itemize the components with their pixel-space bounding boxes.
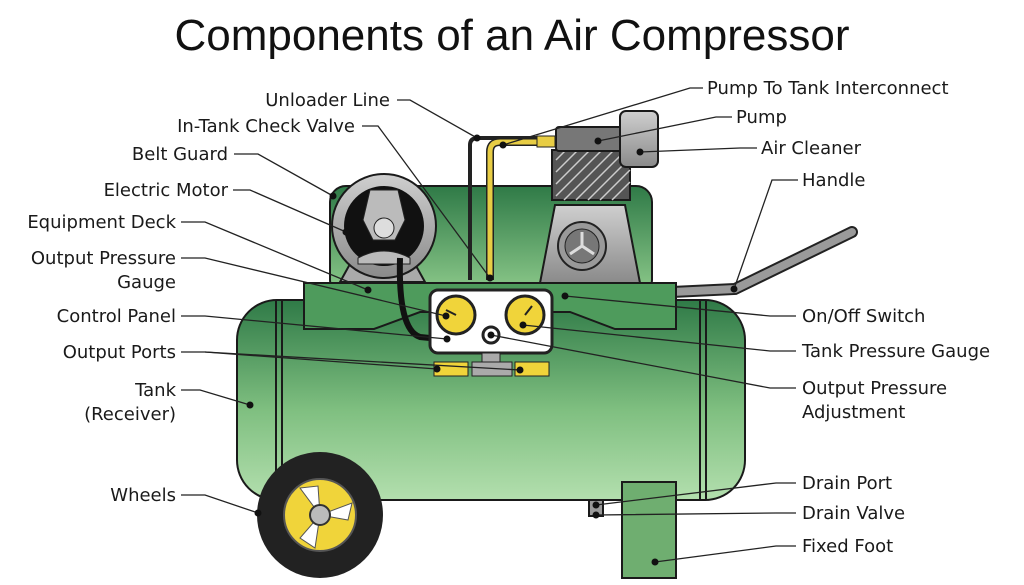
air-cleaner: [619, 110, 659, 168]
label-equipment-deck: Equipment Deck: [27, 212, 176, 233]
label-wheels: Wheels: [110, 485, 176, 506]
label-in-tank-check-valve: In-Tank Check Valve: [177, 116, 355, 137]
label-drain-valve: Drain Valve: [802, 503, 905, 524]
diagram-title: Components of an Air Compressor: [175, 11, 850, 60]
label-on-off-switch: On/Off Switch: [802, 306, 925, 327]
label-output-ports: Output Ports: [63, 342, 176, 363]
label-output-pressure-gauge: Output Pressure: [31, 248, 176, 269]
label-tank-2: (Receiver): [84, 404, 176, 425]
leader-lines: [181, 87, 798, 563]
label-electric-motor: Electric Motor: [104, 180, 229, 201]
label-drain-port: Drain Port: [802, 473, 892, 494]
label-control-panel: Control Panel: [57, 306, 176, 327]
label-tank: Tank: [134, 380, 176, 401]
label-unloader-line: Unloader Line: [265, 90, 390, 111]
label-output-pressure-adjustment: Output Pressure: [802, 378, 947, 399]
label-fixed-foot: Fixed Foot: [802, 536, 893, 557]
output-port-right: [514, 361, 550, 377]
pump: [555, 126, 623, 152]
label-output-pressure-adjustment-2: Adjustment: [802, 402, 905, 423]
label-belt-guard: Belt Guard: [132, 144, 228, 165]
label-air-cleaner: Air Cleaner: [761, 138, 862, 159]
label-tank-pressure-gauge: Tank Pressure Gauge: [801, 341, 990, 362]
label-pump-to-tank-interconnect: Pump To Tank Interconnect: [707, 78, 949, 99]
label-handle: Handle: [802, 170, 865, 191]
label-pump: Pump: [736, 107, 787, 128]
pump-to-tank-interconnect: [487, 139, 540, 280]
label-output-pressure-gauge-2: Gauge: [117, 272, 176, 293]
